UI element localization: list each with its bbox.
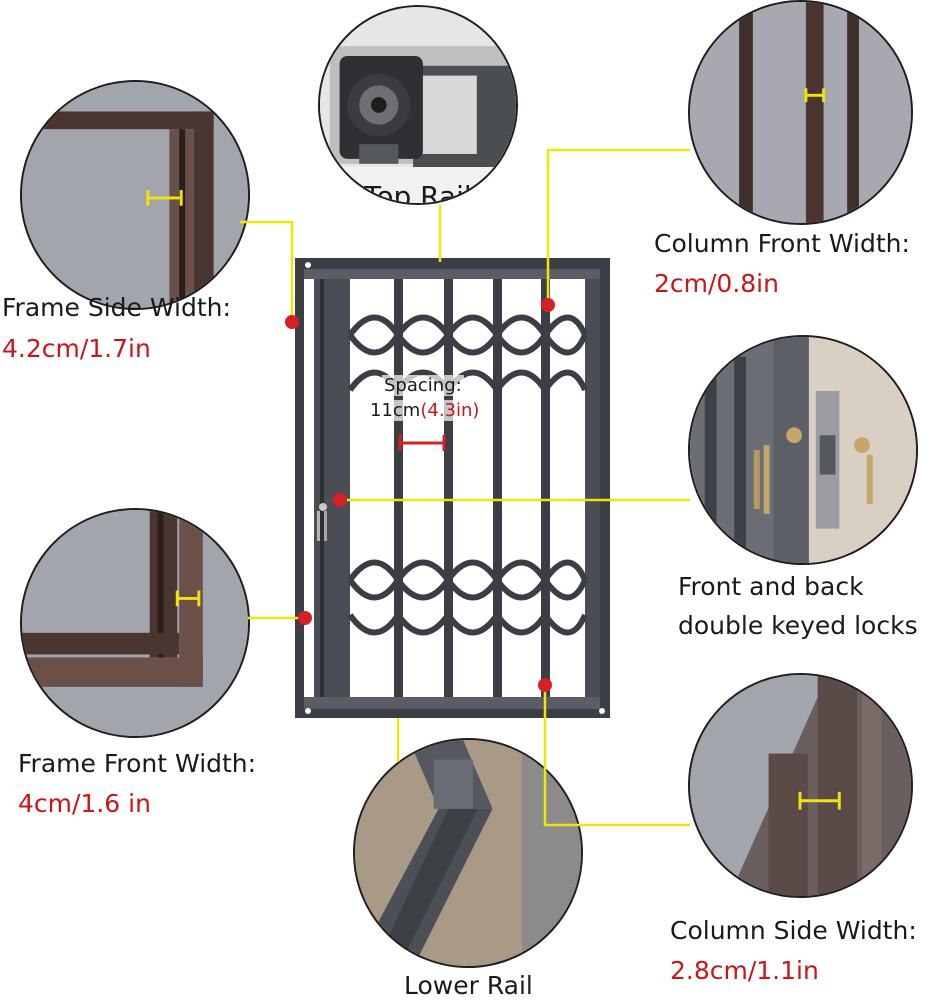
column-front-closeup — [688, 0, 913, 225]
column-side-label: Column Side Width: — [670, 916, 917, 945]
lock-keys-icon — [317, 503, 327, 541]
lower-rail-closeup — [353, 738, 583, 968]
gate-vertical-bars — [394, 279, 550, 697]
lower-rail-label: Lower Rail — [404, 971, 533, 1000]
frame-side-photo — [22, 82, 248, 308]
column-side-photo — [690, 675, 911, 896]
frame-front-value: 4cm/1.6 in — [18, 789, 151, 818]
spacing-label: Spacing: — [382, 375, 464, 396]
gate-lower-rail — [304, 697, 600, 709]
gate-lower-lattice — [347, 559, 588, 636]
frame-front-photo — [22, 510, 248, 736]
locks-photo — [690, 337, 916, 563]
locks-label-line2: double keyed locks — [678, 611, 918, 640]
column-side-value: 2.8cm/1.1in — [670, 956, 819, 985]
frame-front-label: Frame Front Width: — [18, 749, 257, 778]
frame-side-closeup — [20, 80, 250, 310]
locks-closeup — [688, 335, 918, 565]
spacing-value-cm: 11cm — [370, 400, 421, 421]
top-rail-caption-band — [320, 167, 516, 203]
locks-label-line1: Front and back — [678, 572, 864, 601]
top-rail-closeup: Top Rail — [318, 5, 518, 205]
column-front-photo — [690, 2, 911, 223]
frame-side-label: Frame Side Width: — [2, 293, 231, 322]
spacing-value: 11cm(4.3in) — [368, 400, 482, 421]
lower-rail-photo — [355, 740, 581, 966]
frame-front-closeup — [20, 508, 250, 738]
top-rail-label: Top Rail — [364, 180, 472, 205]
top-rail-photo — [320, 7, 516, 203]
column-front-value: 2cm/0.8in — [654, 269, 779, 298]
column-front-label: Column Front Width: — [654, 229, 910, 258]
spacing-value-in: (4.3in) — [420, 400, 480, 421]
gate-top-rail — [304, 269, 600, 279]
spacing-dimension-marker — [398, 435, 446, 451]
frame-side-value: 4.2cm/1.7in — [2, 334, 151, 363]
gate-lock-post — [314, 279, 350, 697]
security-gate — [295, 258, 610, 718]
column-side-closeup — [688, 673, 913, 898]
